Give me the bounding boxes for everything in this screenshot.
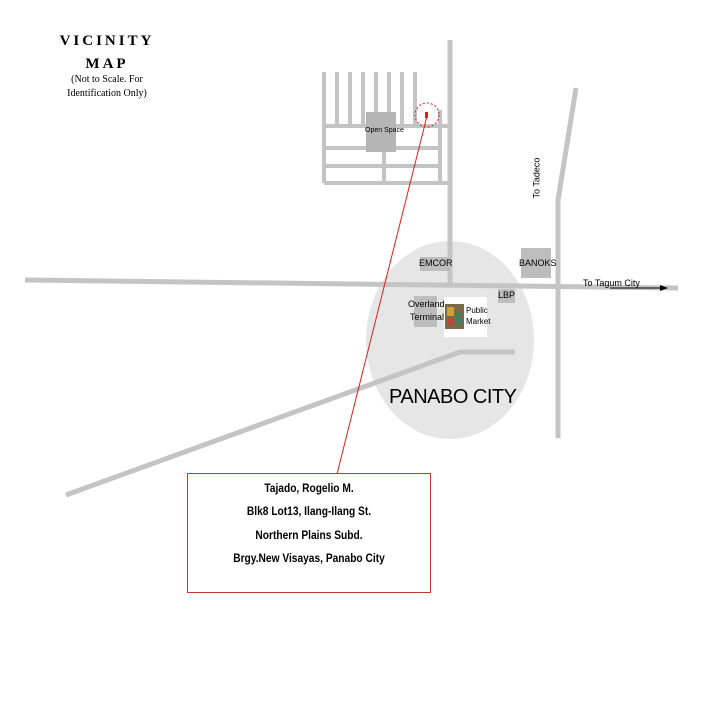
- scale-note-line1: (Not to Scale. For: [71, 74, 143, 85]
- banoks-block: [521, 248, 551, 278]
- location-marker-circle: [414, 102, 440, 128]
- city-area: [366, 241, 534, 439]
- open-space-block: [366, 112, 396, 152]
- tadeco-road: [555, 87, 579, 438]
- roads: [24, 40, 679, 498]
- address-line3: Brgy.New Visayas, Panabo City: [233, 551, 385, 565]
- tagum-direction-label: To Tagum City: [583, 278, 640, 288]
- lbp-block: [498, 289, 515, 303]
- diagonal-road: [65, 349, 515, 498]
- market-label-line2: Market: [466, 317, 491, 326]
- address-line1: Blk8 Lot13, Ilang-Ilang St.: [246, 504, 372, 518]
- map-title-line2: MAP: [85, 56, 129, 72]
- owner-name: Tajado, Rogelio M.: [264, 481, 354, 495]
- location-marker-icon: [425, 112, 428, 118]
- open-space-label: Open Space: [365, 127, 404, 134]
- arrow-head-icon: [660, 285, 668, 291]
- map-title-line1: VICINITY: [59, 33, 155, 49]
- market-label-line1: Public: [466, 306, 488, 315]
- emcor-block: [420, 257, 450, 271]
- overland-label-line1: Overland: [408, 299, 445, 309]
- overland-label-line2: Terminal: [410, 312, 445, 322]
- banoks-label: BANOKS: [519, 258, 557, 268]
- main-highway: [24, 277, 679, 291]
- pointer-line: [336, 115, 428, 475]
- lbp-label: LBP: [498, 290, 516, 300]
- public-market-icon: [445, 304, 464, 329]
- address-line2: Northern Plains Subd.: [255, 528, 363, 542]
- address-box: Tajado, Rogelio M. Blk8 Lot13, Ilang-Ila…: [187, 473, 431, 593]
- city-label: PANABO CITY: [389, 386, 517, 408]
- overland-terminal-block: [414, 296, 437, 327]
- tadeco-direction-label: To Tadeco: [531, 157, 542, 199]
- emcor-label: EMCOR: [419, 258, 453, 268]
- scale-note-line2: Identification Only): [67, 88, 147, 99]
